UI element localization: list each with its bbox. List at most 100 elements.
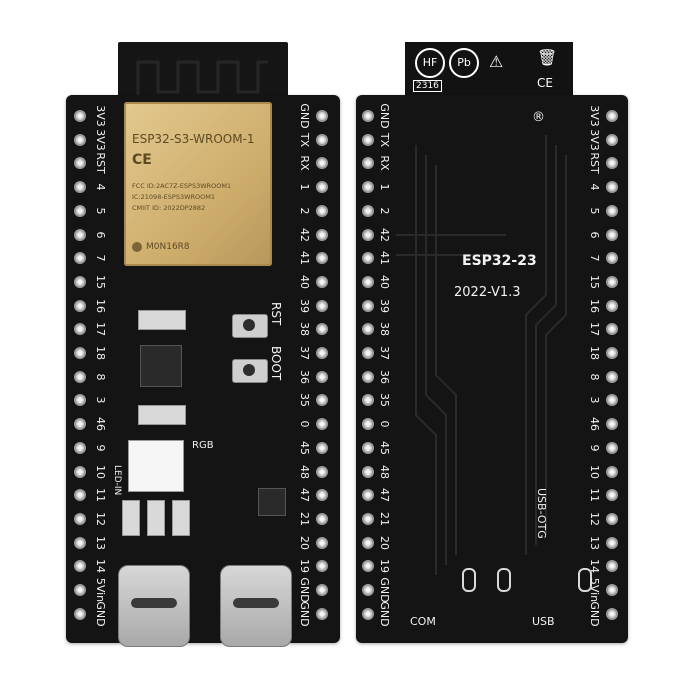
mount-slot-1 (462, 568, 476, 592)
front-left-pin-label: 9 (94, 444, 107, 452)
front-left-pin-pad (74, 607, 86, 620)
com-label: COM (410, 615, 436, 628)
front-right-pin-label: 19 (298, 559, 311, 574)
front-left-pin-pad (74, 133, 86, 146)
hf-mark-icon: HF (415, 48, 445, 78)
back-right-pin-label: 15 (588, 274, 601, 289)
usb-otg-label: USB-OTG (535, 488, 548, 539)
back-right-pin-label: 3V3 (588, 128, 601, 151)
back-right-pin-label: 10 (588, 464, 601, 479)
front-left-pin-pad (74, 275, 86, 288)
label-serial: 2316 (413, 80, 442, 92)
front-right-pin-label: 36 (298, 369, 311, 384)
back-right-pin-pad (606, 418, 618, 431)
back-left-pin-label: 35 (378, 393, 391, 408)
back-left-pin-label: 47 (378, 488, 391, 503)
front-right-pin-pad (316, 133, 328, 146)
back-right-pin-pad (606, 370, 618, 383)
usb-switch-chip (258, 488, 286, 516)
mount-slot-3 (578, 568, 592, 592)
front-left-pin-pad (74, 204, 86, 217)
front-left-pin-pad (74, 110, 86, 122)
front-right-pin-label: 45 (298, 440, 311, 455)
front-left-pin-pad (74, 512, 86, 525)
front-left-pin-label: 15 (94, 274, 107, 289)
back-right-pin-label: 17 (588, 322, 601, 337)
back-right-pin-pad (606, 347, 618, 359)
front-left-pin-label: 3V3 (94, 128, 107, 151)
back-left-pin-pad (362, 418, 374, 431)
boot-button[interactable] (232, 359, 268, 383)
front-right-pin-pad (316, 560, 328, 573)
front-left-pin-pad (74, 323, 86, 336)
front-right-pin-pad (316, 252, 328, 265)
back-left-pin-pad (362, 370, 374, 383)
front-right-pin-label: 40 (298, 274, 311, 289)
back-left-pin-label: 2 (378, 207, 391, 215)
back-left-pin-pad (362, 204, 374, 217)
front-right-pin-pad (316, 584, 328, 596)
back-left-pin-label: GND (378, 103, 391, 129)
front-left-pin-pad (74, 489, 86, 502)
front-left-pin-label: 17 (94, 322, 107, 337)
back-right-pin-pad (606, 512, 618, 525)
front-left-pin-label: 10 (94, 464, 107, 479)
front-right-pin-pad (316, 489, 328, 502)
usb-c-port-left[interactable] (118, 565, 190, 647)
front-left-pin-pad (74, 441, 86, 454)
back-left-pin-label: GND (378, 577, 391, 603)
front-left-pin-pad (74, 181, 86, 194)
module-ce-mark: CE (132, 152, 152, 168)
back-left-pin-label: 42 (378, 227, 391, 242)
back-left-pin-pad (362, 607, 374, 620)
back-left-pin-label: 0 (378, 420, 391, 428)
back-right-pin-label: 12 (588, 511, 601, 526)
rst-button[interactable] (232, 314, 268, 338)
back-right-pin-label: GND (588, 601, 601, 627)
back-left-pin-pad (362, 584, 374, 596)
led-in-label: LED-IN (112, 465, 122, 496)
front-left-pin-label: RST (94, 152, 107, 175)
usb-label: USB (532, 615, 555, 628)
back-right-pin-label: 8 (588, 373, 601, 381)
esp32-module-shield: ESP32-S3-WROOM-1 CE FCC ID:2AC7Z-ESPS3WR… (124, 102, 272, 266)
front-left-pin-label: 11 (94, 488, 107, 503)
back-left-pin-pad (362, 536, 374, 549)
front-right-pin-label: 35 (298, 393, 311, 408)
back-right-pin-pad (606, 394, 618, 407)
front-right-pin-label: 1 (298, 183, 311, 191)
back-right-pin-pad (606, 252, 618, 265)
front-right-pin-label: 39 (298, 298, 311, 313)
back-right-pin-label: 16 (588, 298, 601, 313)
front-left-pin-label: 6 (94, 231, 107, 238)
back-right-pin-label: 5 (588, 207, 601, 215)
back-right-pin-label: 9 (588, 444, 601, 452)
back-left-pin-label: 21 (378, 511, 391, 526)
back-left-pin-label: 20 (378, 535, 391, 550)
front-right-pin-label: 37 (298, 346, 311, 360)
front-left-pin-pad (74, 347, 86, 359)
back-left-pin-label: 40 (378, 274, 391, 289)
front-left-pin-pad (74, 252, 86, 265)
back-right-pin-pad (606, 323, 618, 336)
front-right-pin-pad (316, 110, 328, 122)
back-right-pin-label: 11 (588, 488, 601, 503)
back-left-pin-label: RX (378, 155, 391, 171)
front-left-pin-pad (74, 157, 86, 170)
front-right-pin-label: GND (298, 577, 311, 603)
back-version: 2022-V1.3 (454, 285, 521, 300)
front-right-pin-pad (316, 512, 328, 525)
back-left-pin-label: GND (378, 601, 391, 627)
front-right-pin-pad (316, 181, 328, 194)
front-right-pin-label: GND (298, 103, 311, 129)
back-right-pin-label: 3 (588, 396, 601, 404)
front-left-pin-pad (74, 584, 86, 596)
usb-c-port-right[interactable] (220, 565, 292, 647)
back-right-pin-label: 46 (588, 417, 601, 432)
front-right-pin-label: 0 (298, 420, 311, 428)
front-left-pin-label: 13 (94, 535, 107, 550)
back-right-pin-pad (606, 465, 618, 478)
voltage-regulator-chip (140, 345, 182, 387)
front-right-pin-pad (316, 157, 328, 170)
back-left-pin-pad (362, 181, 374, 194)
